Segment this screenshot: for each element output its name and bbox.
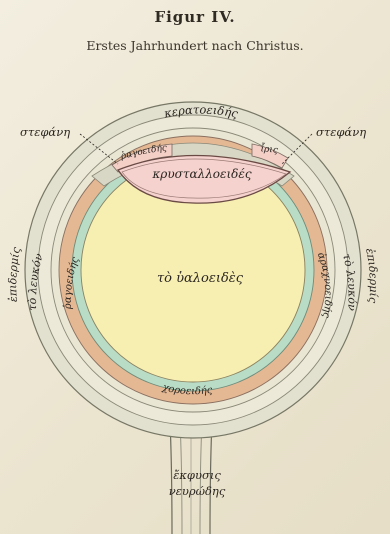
stephane-left-label: στεφάνη	[20, 125, 70, 139]
lens-label: κρυσταλλοειδές	[151, 167, 251, 181]
nerve-label-line2: νευρώδης	[169, 484, 226, 498]
epidermis-left-label: ἐπιδερμίς	[6, 245, 23, 302]
epidermis-right-label: ἐπιδερμίς	[363, 247, 380, 304]
stephane-right-label: στεφάνη	[316, 125, 366, 139]
vitreous-label: τὸ ὑαλοειδὲς	[157, 271, 244, 286]
nerve-label-line1: ἔκφυσις	[173, 468, 221, 482]
